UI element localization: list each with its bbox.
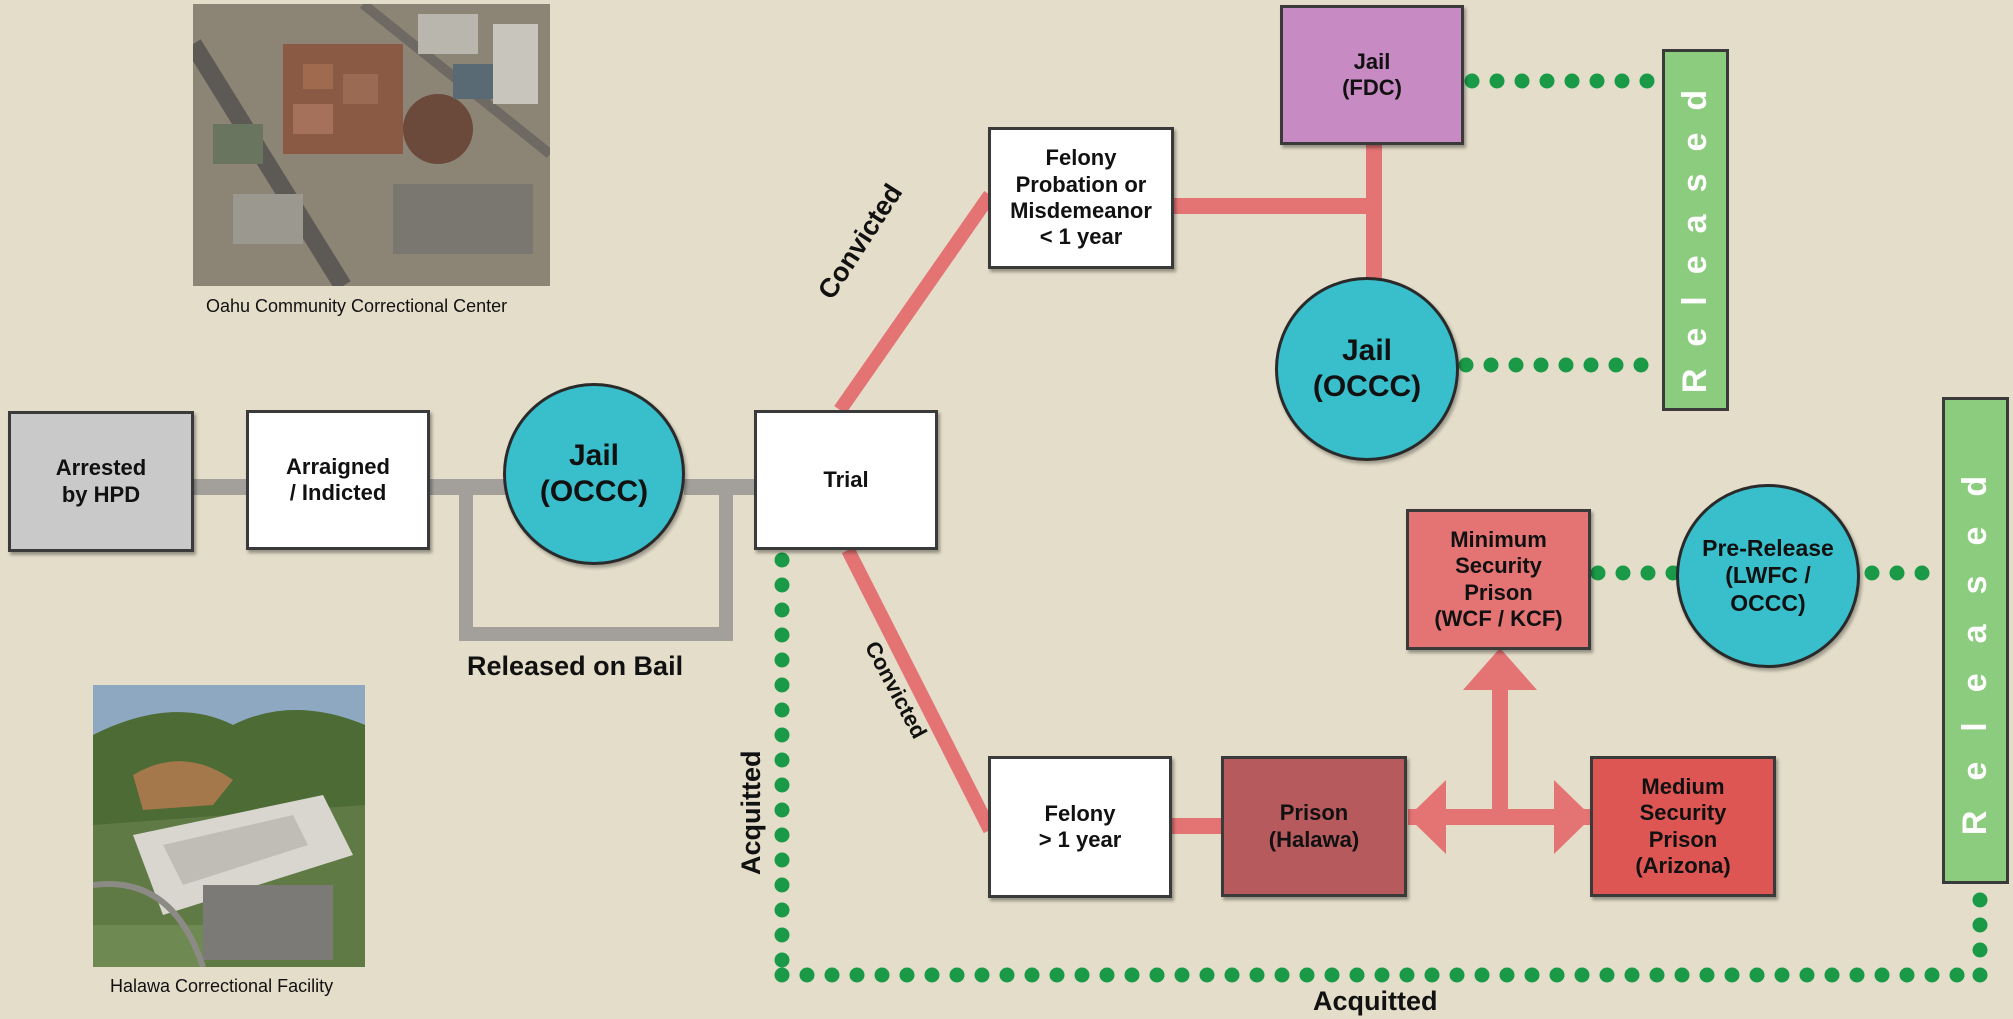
jail-fdc-box: Jail (FDC) xyxy=(1280,5,1464,145)
trial-box: Trial xyxy=(754,410,938,550)
arraigned-indicted-box: Arraigned / Indicted xyxy=(246,410,430,550)
arrowhead-right xyxy=(1554,780,1592,854)
arrested-by-hpd-box: Arrested by HPD xyxy=(8,411,194,552)
halawa-aerial-photo xyxy=(93,685,365,967)
convicted-lower-line xyxy=(841,546,997,834)
prison-halawa-box: Prison (Halawa) xyxy=(1221,756,1407,897)
halawa-photo-caption: Halawa Correctional Facility xyxy=(110,976,334,996)
halawa-aerial-image xyxy=(93,685,365,967)
occc-aerial-photo xyxy=(193,4,550,286)
bail-bypass-loop xyxy=(459,495,733,641)
red-connectors xyxy=(834,144,1592,834)
released-bar-right: Released xyxy=(1942,397,2009,884)
jail-occc-circle-right: Jail (OCCC) xyxy=(1275,277,1459,461)
medium-security-prison-box: Medium Security Prison (Arizona) xyxy=(1590,756,1776,897)
released-label-right: Released xyxy=(1956,445,1995,836)
green-dotted-paths xyxy=(774,73,1988,983)
arrowhead-left xyxy=(1408,780,1446,854)
felony-over-1-year-box: Felony > 1 year xyxy=(988,756,1172,898)
acquitted-bottom-label: Acquitted xyxy=(1313,986,1438,1016)
occc-photo-caption: Oahu Community Correctional Center xyxy=(206,296,508,316)
minimum-security-prison-box: Minimum Security Prison (WCF / KCF) xyxy=(1406,509,1591,650)
felony-probation-box: Felony Probation or Misdemeanor < 1 year xyxy=(988,127,1174,269)
convicted-upper-line xyxy=(834,190,996,415)
acquitted-vertical-label: Acquitted xyxy=(736,750,766,876)
released-on-bail-label: Released on Bail xyxy=(467,651,684,681)
red-arrowheads xyxy=(1408,648,1592,854)
occc-aerial-image xyxy=(193,4,550,286)
released-bar-top: Released xyxy=(1662,49,1729,411)
released-label-top: Released xyxy=(1676,67,1715,393)
jail-occc-circle-left: Jail (OCCC) xyxy=(503,383,685,565)
pre-release-circle: Pre-Release (LWFC / OCCC) xyxy=(1676,484,1860,668)
arrowhead-up xyxy=(1463,648,1537,690)
gray-connectors xyxy=(192,479,756,641)
